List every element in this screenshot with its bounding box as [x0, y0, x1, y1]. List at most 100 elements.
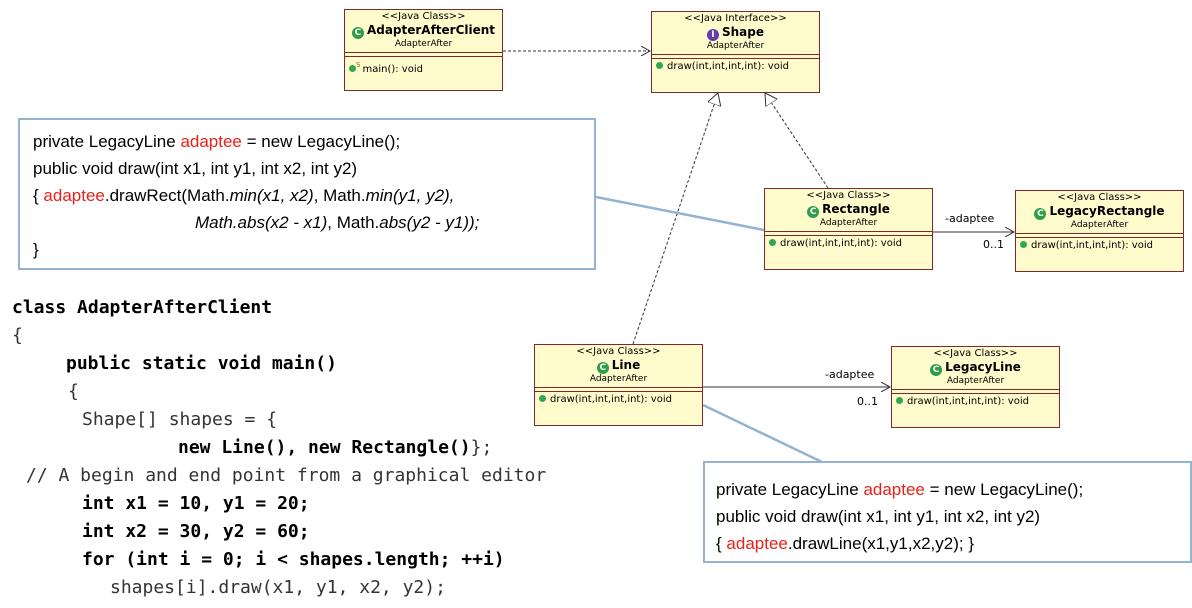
- note-text: , Math.: [327, 213, 380, 232]
- stereotype-label: <<Java Interface>>: [684, 13, 787, 24]
- class-name-text: LegacyRectangle: [1049, 204, 1165, 218]
- package-label: AdapterAfter: [819, 218, 878, 228]
- interface-icon: I: [706, 29, 719, 41]
- association-role-label: -adaptee: [945, 212, 995, 225]
- operation-text: draw(int,int,int,int): void: [667, 61, 789, 72]
- code-line: new Line(), new Rectangle()};: [12, 434, 546, 462]
- operation-draw: draw(int,int,int,int): void: [892, 394, 1059, 410]
- class-icon: C: [930, 364, 943, 376]
- note-line: Math.abs(x2 - x1), Math.abs(y2 - y1));: [33, 209, 594, 236]
- note-italic: abs(x2 - x1): [237, 213, 328, 232]
- code-line: class AdapterAfterClient: [12, 294, 546, 322]
- operation-text: main(): void: [362, 64, 423, 75]
- note-text: = new LegacyLine();: [924, 480, 1084, 499]
- operation-text: draw(int,int,int,int): void: [907, 396, 1029, 407]
- note-text: .drawRect(Math.: [104, 186, 230, 205]
- code-text: };: [470, 437, 493, 458]
- code-text: for (int i = 0; i < shapes.length; ++i): [82, 549, 505, 570]
- note-text: .drawLine(x1,y1,x2,y2); }: [787, 534, 975, 553]
- code-line: public static void main(): [12, 350, 546, 378]
- code-line: for (int i = 0; i < shapes.length; ++i): [12, 546, 546, 574]
- class-icon: C: [1034, 208, 1047, 220]
- operation-text: draw(int,int,int,int): void: [1031, 240, 1153, 251]
- code-line: int x1 = 10, y1 = 20;: [12, 490, 546, 518]
- code-text: int x2 = 30, y2 = 60;: [82, 521, 310, 542]
- client-code-listing: class AdapterAfterClient { public static…: [12, 294, 546, 602]
- class-icon: C: [596, 362, 609, 374]
- stereotype-label: <<Java Class>>: [576, 346, 661, 357]
- public-method-icon: [1020, 241, 1027, 248]
- operation-text: draw(int,int,int,int): void: [780, 238, 902, 249]
- note-text: {: [716, 534, 727, 553]
- code-text: new Line(), new Rectangle(): [178, 437, 471, 458]
- operation-draw: draw(int,int,int,int): void: [765, 236, 932, 252]
- code-text: int x1 = 10, y1 = 20;: [82, 493, 310, 514]
- note-line: public void draw(int x1, int y1, int x2,…: [716, 507, 1041, 526]
- attributes-section: [652, 55, 819, 59]
- note-text: {: [33, 186, 44, 205]
- note-text: private LegacyLine: [716, 480, 864, 499]
- association-multiplicity-label: 0..1: [857, 395, 878, 408]
- static-marker: S: [356, 61, 361, 69]
- attributes-section: [892, 390, 1059, 394]
- operation-text: draw(int,int,int,int): void: [550, 394, 672, 405]
- note-line: }: [33, 240, 39, 259]
- code-text: Shape[] shapes = {: [82, 409, 278, 430]
- association-role-label: -adaptee: [825, 368, 875, 381]
- note-line: { adaptee.drawRect(Math.min(x1, x2), Mat…: [33, 182, 594, 209]
- code-line: shapes[i].draw(x1, y1, x2, y2);: [12, 574, 546, 602]
- public-method-icon: [349, 65, 356, 72]
- note-text: = new LegacyLine();: [241, 132, 401, 151]
- note-highlight: adaptee: [180, 132, 242, 151]
- code-line: int x2 = 30, y2 = 60;: [12, 518, 546, 546]
- class-name-text: Rectangle: [822, 202, 890, 216]
- public-method-icon: [896, 397, 903, 404]
- operation-draw: draw(int,int,int,int): void: [1016, 238, 1183, 254]
- attributes-section: [535, 388, 702, 392]
- note-line: private LegacyLine adaptee = new LegacyL…: [33, 128, 594, 155]
- note-highlight: adaptee: [863, 480, 925, 499]
- realization-rectangle-to-shape: [765, 93, 829, 189]
- code-line: // A begin and end point from a graphica…: [12, 462, 546, 490]
- class-name-text: Line: [611, 358, 641, 372]
- note-italic: min(x1, x2): [229, 186, 314, 205]
- class-icon: C: [807, 206, 820, 218]
- note-line: public void draw(int x1, int y1, int x2,…: [33, 159, 358, 178]
- note-highlight: adaptee: [726, 534, 788, 553]
- association-multiplicity-label: 0..1: [983, 238, 1004, 251]
- code-line: Shape[] shapes = {: [12, 406, 546, 434]
- public-method-icon: [769, 239, 776, 246]
- public-method-icon: [656, 62, 663, 69]
- note-text: private LegacyLine: [33, 132, 181, 151]
- attributes-section: [345, 53, 502, 57]
- package-label: AdapterAfter: [394, 39, 453, 49]
- code-line: {: [12, 322, 546, 350]
- stereotype-label: <<Java Class>>: [381, 11, 466, 22]
- public-method-icon: [539, 395, 546, 402]
- note-connector-line: [702, 403, 823, 464]
- note-text: , Math.: [313, 186, 366, 205]
- code-text: {: [68, 381, 79, 402]
- code-comment: // A begin and end point from a graphica…: [26, 465, 547, 486]
- note-connector-rectangle: [595, 195, 765, 232]
- attributes-section: [765, 232, 932, 236]
- package-label: AdapterAfter: [1070, 220, 1129, 230]
- stereotype-label: <<Java Class>>: [933, 348, 1018, 359]
- operation-draw: draw(int,int,int,int): void: [652, 59, 819, 75]
